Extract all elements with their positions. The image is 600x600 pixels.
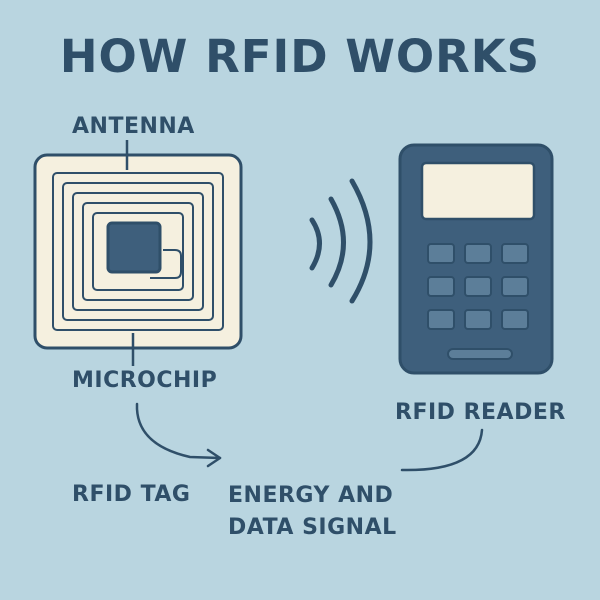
- reader-connector-line: [400, 428, 484, 472]
- rfid-tag-icon: [33, 153, 243, 350]
- energy-data-line-2: DATA SIGNAL: [228, 515, 397, 540]
- rfid-reader-label: RFID READER: [395, 400, 566, 425]
- signal-waves-icon: [309, 178, 373, 304]
- flow-arrow-icon: [135, 402, 222, 468]
- reader-slot: [447, 348, 513, 360]
- rfid-reader-icon: [398, 143, 554, 375]
- rfid-tag-label: RFID TAG: [72, 482, 191, 507]
- antenna-coil-icon: [52, 172, 224, 331]
- reader-keypad: [427, 243, 529, 330]
- microchip-icon: [106, 221, 162, 274]
- antenna-label: ANTENNA: [72, 114, 195, 139]
- energy-data-line-1: ENERGY AND: [228, 483, 394, 508]
- microchip-label: MICROCHIP: [72, 368, 218, 393]
- reader-screen: [420, 161, 536, 221]
- energy-data-signal-label: ENERGY AND DATA SIGNAL: [228, 480, 418, 544]
- page-title: HOW RFID WORKS: [59, 30, 541, 83]
